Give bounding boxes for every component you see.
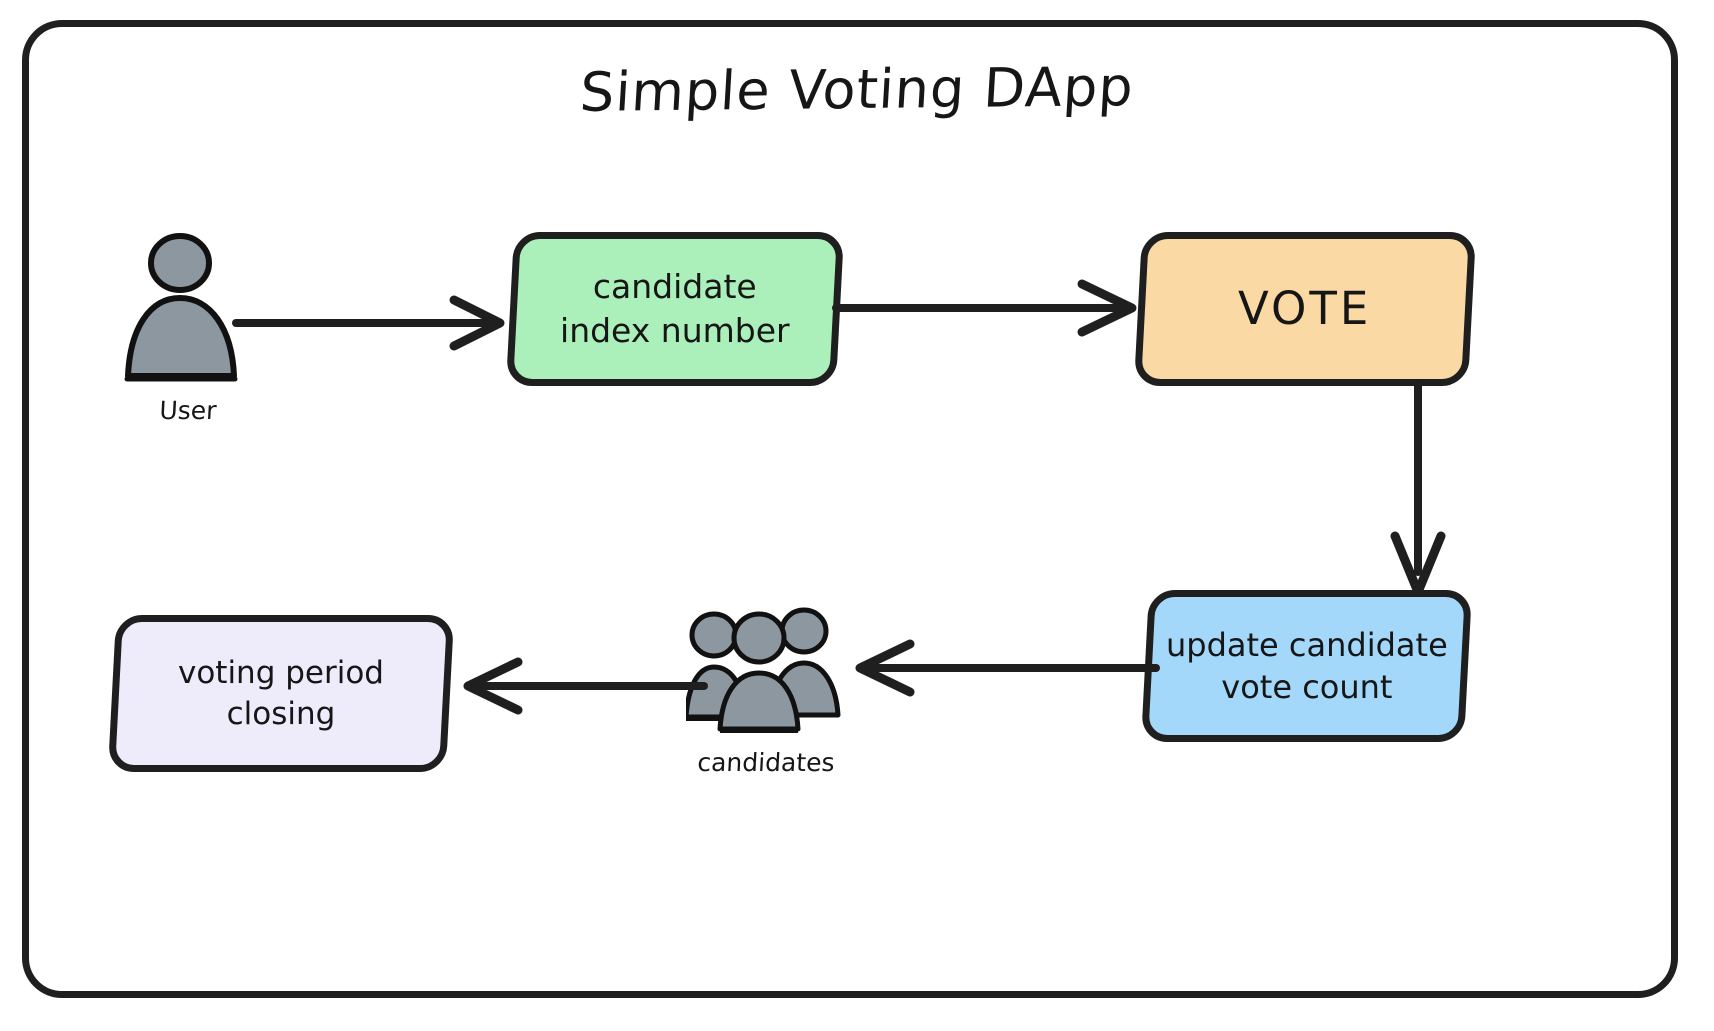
node-candidate-index-line1: candidate — [593, 267, 757, 307]
node-vote-label: VOTE — [1238, 282, 1372, 336]
node-voting-period-closing-line2: closing — [226, 695, 336, 732]
node-voting-period-closing[interactable]: voting period closing — [107, 615, 455, 772]
node-candidate-index-label: candidate index number — [550, 265, 800, 352]
node-voting-period-closing-line1: voting period — [177, 654, 384, 691]
candidates-people-group-icon — [683, 605, 846, 735]
node-vote[interactable]: VOTE — [1133, 232, 1477, 386]
node-candidate-index-line2: index number — [560, 311, 790, 350]
arrow-vote-to-update-count — [1382, 380, 1454, 605]
user-person-icon — [118, 228, 258, 388]
node-update-vote-count-line2: vote count — [1220, 668, 1393, 706]
arrow-candidates-to-voting-closing — [438, 650, 708, 722]
node-voting-period-closing-label: voting period closing — [168, 653, 394, 735]
arrow-candidate-index-to-vote — [832, 272, 1152, 344]
user-caption: User — [158, 396, 218, 425]
diagram-frame — [22, 20, 1678, 998]
candidates-caption: candidates — [696, 748, 836, 777]
node-update-vote-count-label: update candidate vote count — [1156, 624, 1458, 708]
arrow-update-count-to-candidates — [830, 632, 1160, 704]
node-update-vote-count-line1: update candidate — [1165, 625, 1448, 664]
node-update-vote-count[interactable]: update candidate vote count — [1141, 590, 1472, 742]
node-candidate-index[interactable]: candidate index number — [505, 232, 845, 386]
arrow-user-to-candidate-index — [232, 288, 522, 358]
